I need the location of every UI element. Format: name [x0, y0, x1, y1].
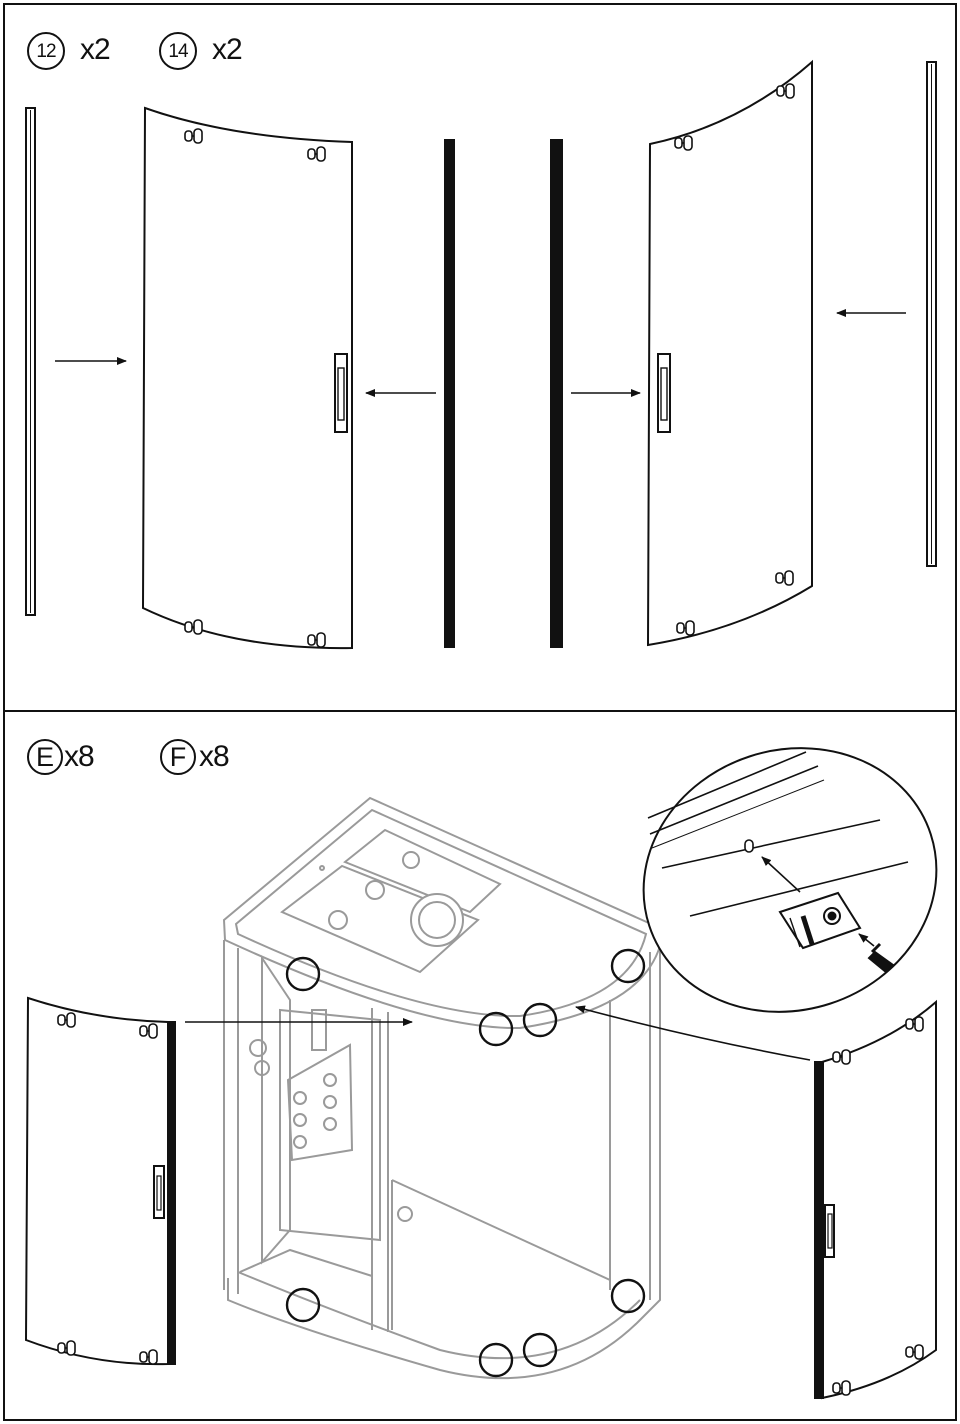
step1-diagram — [25, 59, 937, 650]
part-badge-12: 12 — [27, 32, 65, 70]
screw-icon — [867, 942, 895, 974]
attachment-circle — [610, 948, 646, 984]
hinge-icon — [307, 146, 326, 162]
left-glass-door — [141, 106, 353, 650]
part-badge-14: 14 — [159, 32, 197, 70]
step2-frame — [3, 710, 957, 1421]
left-door-step2 — [24, 996, 176, 1366]
hinge-icon — [139, 1023, 158, 1039]
step2-diagram — [24, 747, 938, 1400]
attachment-circle — [478, 1342, 514, 1378]
hinge-icon — [57, 1012, 76, 1028]
hinge-icon — [905, 1344, 924, 1360]
attachment-circle — [522, 1332, 558, 1368]
attachment-circle — [478, 1011, 514, 1047]
hinge-icon — [674, 135, 693, 151]
part-badge-F: F — [160, 739, 196, 775]
detail-callout — [642, 747, 938, 1013]
hinge-icon — [676, 620, 695, 636]
detail-ellipse — [642, 747, 938, 1013]
hinge-icon — [832, 1380, 851, 1396]
hinge-icon — [905, 1016, 924, 1032]
part-qty-12: x2 — [80, 33, 111, 66]
right-glass-door — [646, 59, 813, 647]
hinge-icon — [832, 1049, 851, 1065]
hinge-icon — [775, 570, 794, 586]
hinge-icon — [139, 1349, 158, 1365]
part-badge-E: E — [27, 739, 63, 775]
attachment-circle — [522, 1002, 558, 1038]
hinge-icon — [57, 1340, 76, 1356]
hinge-icon — [184, 128, 203, 144]
hinge-icon — [776, 83, 795, 99]
attachment-circle — [285, 1287, 321, 1323]
arrow-screw — [858, 933, 875, 947]
attachment-points — [285, 948, 646, 1378]
right-door-step2 — [814, 999, 937, 1400]
hinge-icon — [184, 619, 203, 635]
attachment-circle — [285, 956, 321, 992]
part-qty-E: x8 — [64, 740, 95, 773]
hinge-icon — [307, 632, 326, 648]
arrow-bracket — [761, 856, 801, 893]
magnetic-strip-left — [444, 139, 455, 648]
magnetic-strip-right — [550, 139, 563, 648]
left-seal-strip — [25, 107, 36, 616]
part-qty-F: x8 — [199, 740, 230, 773]
part-qty-14: x2 — [212, 33, 243, 66]
mounting-bracket — [778, 891, 862, 950]
shower-cabin — [222, 796, 661, 1380]
right-seal-strip — [926, 61, 937, 567]
attachment-circle — [610, 1278, 646, 1314]
arrow-right-door — [575, 1005, 811, 1061]
